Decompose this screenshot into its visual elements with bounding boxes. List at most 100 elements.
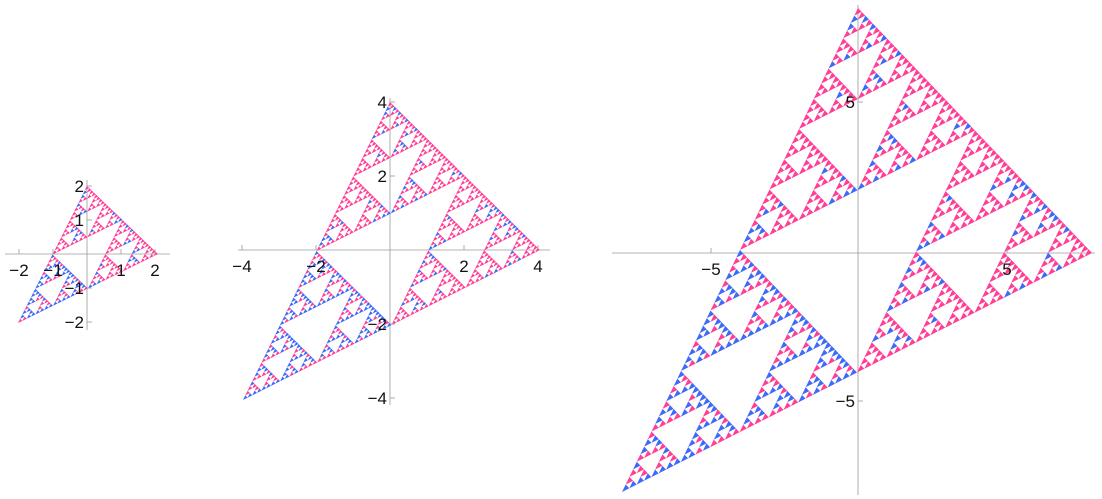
fractal-cell (732, 337, 740, 345)
fractal-cell (799, 121, 807, 129)
fractal-cell (846, 45, 855, 54)
fractal-cell (442, 294, 448, 300)
fractal-cell (321, 271, 326, 277)
fractal-cell (875, 167, 884, 176)
fractal-cell (832, 53, 840, 61)
fractal-cell (993, 153, 1001, 162)
fractal-cell (381, 157, 386, 163)
fractal-cell (116, 241, 121, 246)
fractal-cell (390, 111, 395, 116)
fractal-cell (912, 69, 921, 77)
fractal-cell (460, 187, 466, 193)
fractal-cell (739, 333, 748, 342)
fractal-cell (835, 102, 844, 111)
fractal-cell (416, 157, 421, 163)
fractal-cell (93, 194, 99, 199)
fractal-cell (959, 312, 968, 321)
fractal-cell (82, 209, 88, 214)
fractal-cell (59, 263, 64, 268)
fractal-cell (316, 246, 322, 251)
fractal-cell (886, 304, 894, 312)
panel-medium-ticks: −4 −2 2 4 4 2 −2 −4 (232, 93, 542, 408)
fractal-cell (310, 357, 315, 363)
fractal-cell (356, 306, 362, 312)
fractal-cell (470, 280, 476, 286)
fractal-cell (341, 195, 347, 200)
fractal-cell (725, 329, 733, 338)
fractal-cell (367, 143, 372, 149)
fractal-cell (644, 450, 652, 459)
fractal-cell (758, 272, 766, 281)
fractal-cell (916, 243, 924, 252)
fractal-cell (985, 191, 994, 199)
fractal-cell (901, 342, 909, 351)
fractal-cell (339, 199, 345, 205)
fractal-cell (454, 278, 459, 283)
fractal-cell (535, 247, 540, 253)
y-tick-label: −2 (368, 315, 387, 334)
fractal-cell (89, 228, 95, 233)
fractal-cell (316, 302, 322, 307)
fractal-cell (908, 270, 916, 279)
fractal-cell (358, 301, 364, 307)
fractal-cell (57, 260, 62, 266)
fractal-cell (938, 141, 946, 150)
fractal-cell (504, 217, 510, 223)
fractal-cell (418, 159, 423, 165)
fractal-cell (989, 206, 997, 215)
fractal-cell (769, 181, 777, 190)
fractal-cell (776, 406, 784, 414)
fractal-cell (35, 284, 40, 289)
fractal-cell (967, 149, 975, 158)
fractal-cell (467, 180, 473, 186)
fractal-cell (651, 435, 659, 443)
fractal-cell (901, 296, 909, 305)
fractal-cell (1018, 214, 1027, 222)
y-tick-label: −5 (836, 392, 855, 411)
fractal-cell (861, 84, 869, 92)
fractal-cell (824, 159, 832, 168)
fractal-cell (28, 310, 34, 315)
fractal-cell (493, 268, 499, 274)
fractal-cell (39, 282, 44, 287)
fractal-cell (87, 232, 92, 238)
fractal-cell (890, 46, 899, 54)
fractal-cell (318, 269, 324, 275)
fractal-cell (351, 288, 357, 293)
fractal-cell (376, 153, 382, 158)
fractal-cell (904, 289, 913, 297)
fractal-cell (419, 299, 424, 304)
fractal-cell (820, 360, 828, 369)
fractal-cell (887, 122, 895, 130)
fractal-cell (314, 251, 319, 256)
fractal-cell (422, 136, 428, 142)
fractal-cell (330, 218, 335, 224)
fractal-cell (101, 264, 106, 270)
fractal-cell (769, 284, 777, 293)
fractal-cell (897, 327, 905, 335)
fractal-cell (113, 239, 119, 244)
fractal-cell (69, 222, 75, 227)
fractal-cell (321, 244, 326, 249)
fractal-cell (488, 264, 494, 269)
fractal-cell (1055, 241, 1063, 249)
fractal-cell (1018, 191, 1027, 200)
fractal-cell (835, 45, 844, 54)
fractal-cell (116, 228, 121, 233)
fractal-cell (857, 46, 866, 54)
fractal-cell (93, 220, 99, 225)
fractal-cell (298, 283, 303, 289)
fractal-cell (812, 375, 821, 384)
fractal-cell (754, 234, 763, 243)
fractal-cell (941, 282, 949, 290)
fractal-cell (871, 334, 880, 343)
fractal-cell (813, 102, 822, 111)
fractal-cell (437, 296, 443, 302)
fractal-cell (373, 129, 379, 135)
fractal-cell (362, 195, 368, 200)
fractal-cell (349, 299, 355, 305)
fractal-cell (886, 315, 894, 324)
fractal-cell (399, 197, 405, 202)
fractal-cell (325, 262, 331, 268)
fractal-cell (252, 376, 257, 382)
